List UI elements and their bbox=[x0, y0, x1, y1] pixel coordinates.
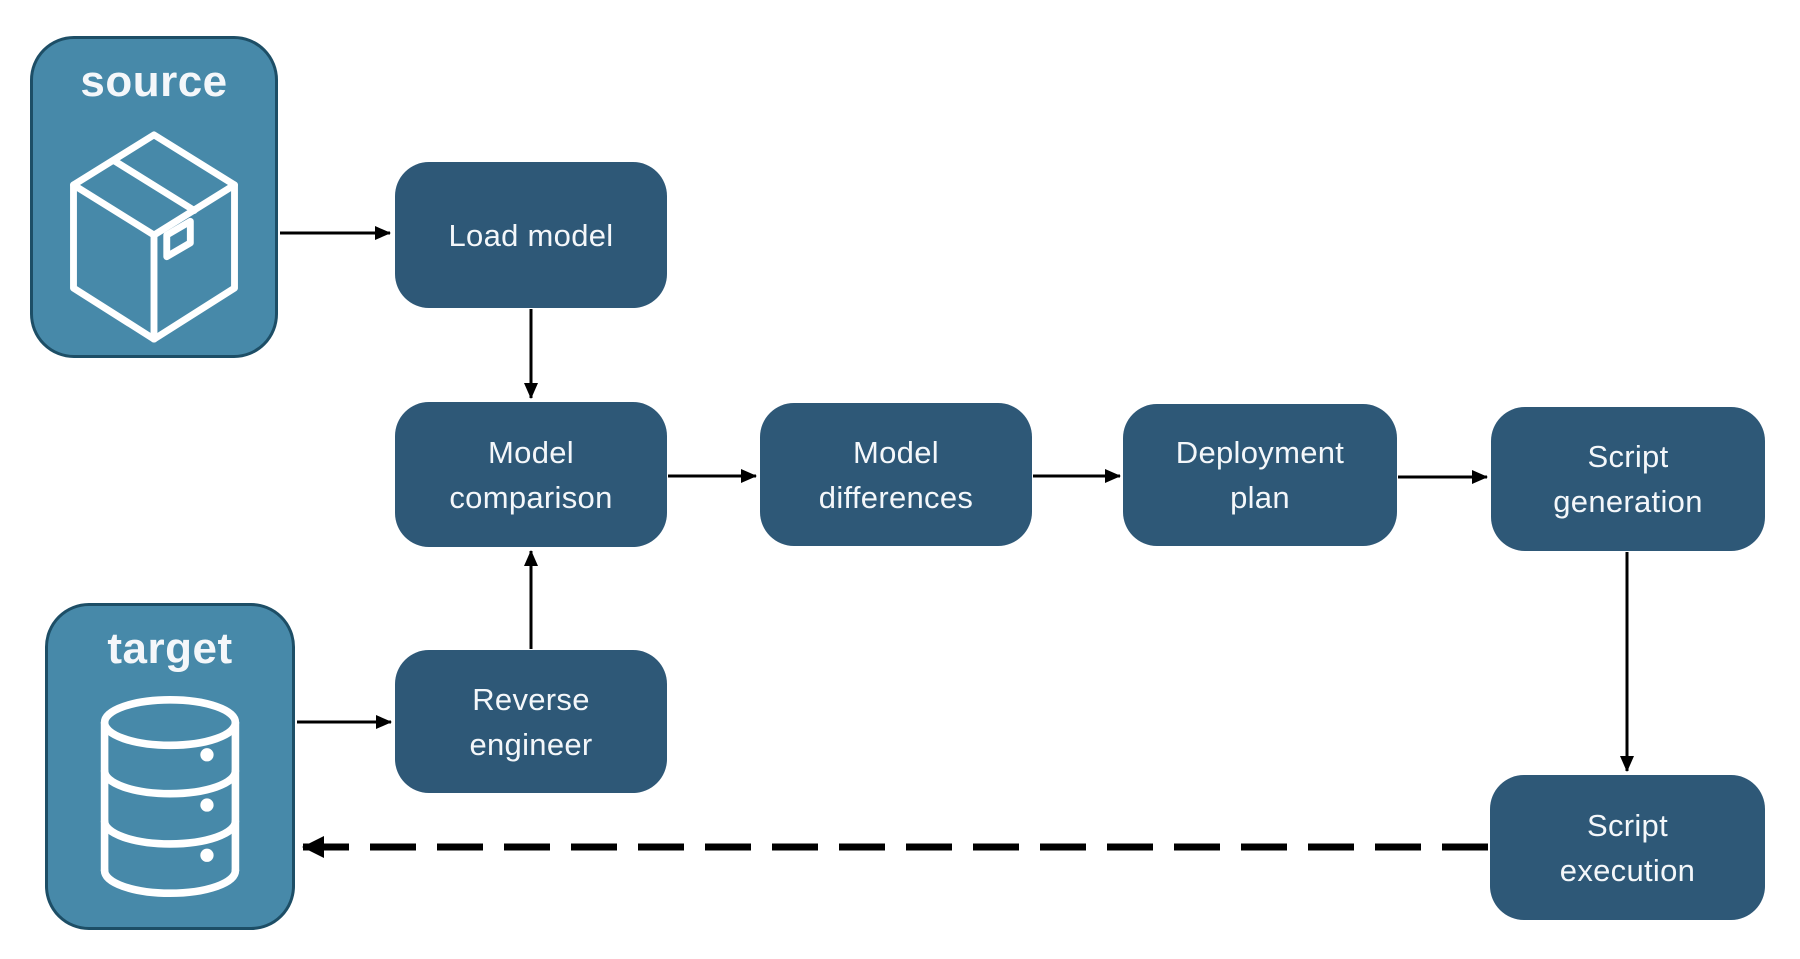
node-model-differences: Model differences bbox=[760, 403, 1032, 546]
model-differences-label: Model differences bbox=[818, 434, 974, 515]
node-source: source bbox=[30, 36, 278, 358]
source-label: source bbox=[80, 57, 228, 106]
node-load-model: Load model bbox=[395, 162, 667, 308]
node-reverse-engineer: Reverse engineer bbox=[395, 650, 667, 793]
node-model-comparison: Model comparison bbox=[395, 402, 667, 547]
node-script-generation: Script generation bbox=[1491, 407, 1765, 551]
node-deployment-plan: Deployment plan bbox=[1123, 404, 1397, 546]
script-execution-label: Script execution bbox=[1559, 807, 1696, 888]
script-generation-label: Script generation bbox=[1553, 439, 1703, 519]
target-label: target bbox=[107, 624, 233, 673]
deployment-plan-label: Deployment plan bbox=[1175, 435, 1345, 515]
package-icon bbox=[70, 131, 238, 343]
node-target: target bbox=[45, 603, 295, 930]
database-icon bbox=[100, 696, 240, 897]
reverse-engineer-label: Reverse engineer bbox=[469, 681, 593, 762]
load-model-label: Load model bbox=[448, 217, 614, 253]
model-comparison-label: Model comparison bbox=[449, 434, 613, 515]
node-script-execution: Script execution bbox=[1490, 775, 1765, 920]
